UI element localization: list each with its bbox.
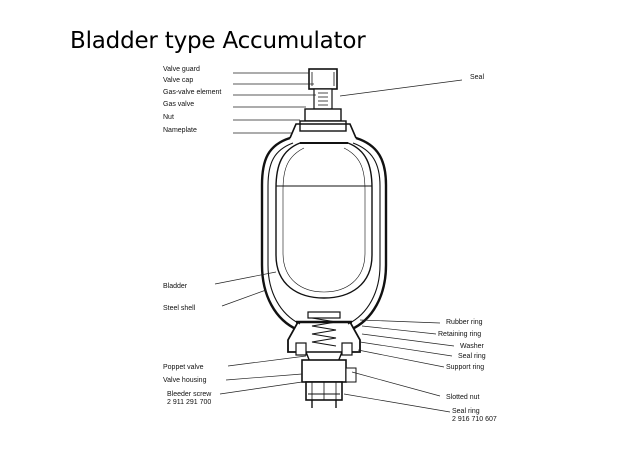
- leader-retaining-ring: [361, 325, 437, 335]
- leader-valve-housing: [225, 373, 303, 381]
- leader-steel-shell: [221, 289, 267, 307]
- leader-poppet-valve: [227, 355, 307, 367]
- label-nut: Nut: [163, 114, 174, 121]
- leader-rubber-ring: [359, 319, 441, 324]
- leader-seal: [339, 79, 463, 97]
- label-nameplate: Nameplate: [163, 127, 197, 134]
- label-seal-ring: Seal ring: [458, 353, 486, 360]
- label-poppet-valve: Poppet valve: [163, 364, 204, 371]
- label-steel-shell: Steel shell: [163, 305, 196, 312]
- label-seal-ring-bottom: Seal ring: [452, 408, 480, 415]
- label-retaining-ring: Retaining ring: [438, 331, 481, 338]
- valve-cap: [313, 88, 333, 110]
- label-washer: Washer: [460, 343, 485, 350]
- leader-bladder: [214, 271, 277, 285]
- label-valve-housing: Valve housing: [163, 377, 207, 384]
- label-gas-valve-element: Gas-valve element: [163, 89, 221, 96]
- gas-valve: [304, 108, 342, 122]
- label-bladder: Bladder: [163, 283, 188, 290]
- label-rubber-ring: Rubber ring: [446, 319, 483, 326]
- label-gas-valve: Gas valve: [163, 101, 194, 108]
- label-support-ring: Support ring: [446, 364, 484, 371]
- label-valve-cap: Valve cap: [163, 77, 193, 84]
- leader-slotted-nut: [351, 371, 441, 397]
- leader-washer: [361, 333, 455, 347]
- leader-bleeder-screw: [219, 381, 303, 395]
- label-slotted-nut: Slotted nut: [446, 394, 480, 401]
- valve-housing: [301, 359, 347, 383]
- label-seal: Seal: [470, 74, 484, 81]
- nut: [299, 120, 347, 132]
- poppet-spring: [311, 317, 337, 347]
- slide-title: Bladder type Accumulator: [70, 28, 366, 54]
- steel-shell: [260, 136, 388, 332]
- leader-seal-ring: [359, 341, 453, 357]
- bladder: [275, 142, 373, 299]
- leader-support-ring: [357, 349, 445, 368]
- label-bleeder-screw: Bleeder screw: [167, 391, 212, 398]
- valve-guard: [308, 68, 338, 90]
- label-bleeder-screw-number: 2 911 291 700: [167, 399, 211, 406]
- label-valve-guard: Valve guard: [163, 66, 200, 73]
- label-seal-ring-bottom-number: 2 916 710 607: [452, 416, 497, 423]
- leader-seal-ring-bottom: [343, 393, 451, 413]
